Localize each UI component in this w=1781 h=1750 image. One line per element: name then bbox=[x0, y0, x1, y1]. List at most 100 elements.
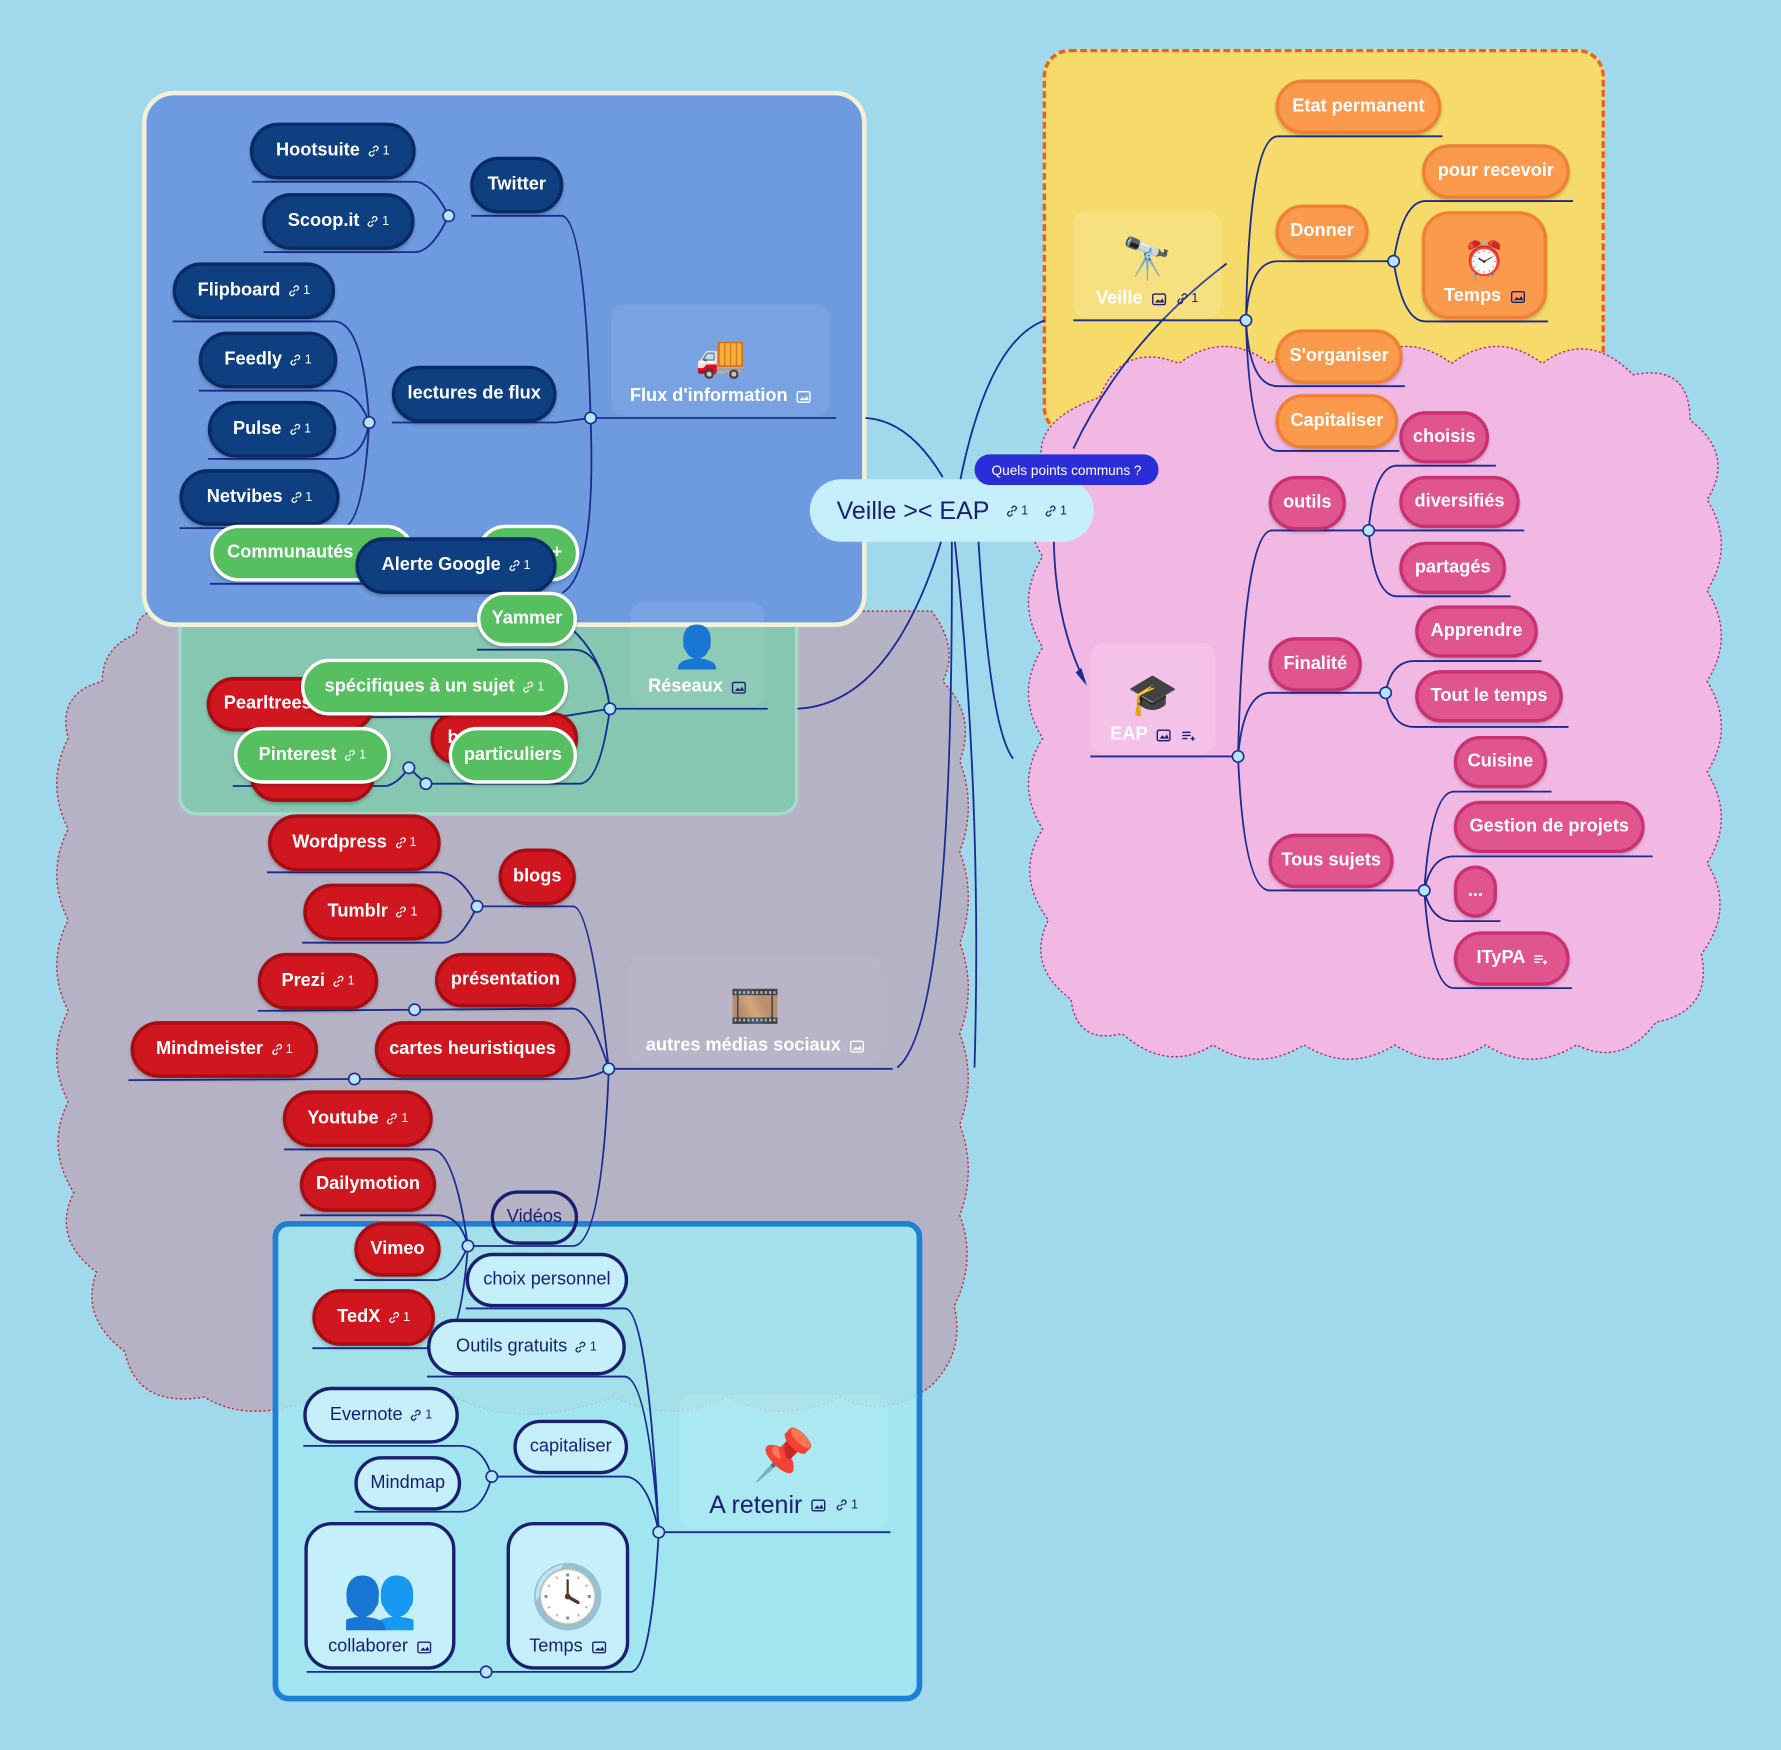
finalite-node[interactable]: Finalité bbox=[1268, 637, 1362, 692]
blogs-node[interactable]: blogs bbox=[498, 848, 576, 906]
diversifies-node[interactable]: diversifiés bbox=[1399, 475, 1520, 529]
link-count: 1 bbox=[288, 423, 311, 436]
veille-title: Veille bbox=[1096, 288, 1143, 308]
veille-temps-node[interactable]: ⏰ Temps bbox=[1422, 211, 1547, 320]
reseaux-title: Réseaux bbox=[648, 676, 723, 697]
image-icon bbox=[592, 1640, 607, 1653]
apprendre-node[interactable]: Apprendre bbox=[1415, 605, 1538, 658]
link-icon bbox=[575, 1341, 586, 1353]
presentation-node[interactable]: présentation bbox=[435, 952, 576, 1008]
link-count: 1 bbox=[332, 975, 355, 988]
link-count: 1 bbox=[1175, 292, 1198, 306]
flux-title: Flux d'information bbox=[629, 386, 788, 406]
collaborer-node[interactable]: 👥 collaborer bbox=[304, 1521, 456, 1670]
link-icon bbox=[345, 749, 355, 761]
link-icon bbox=[411, 1409, 422, 1421]
link-icon bbox=[368, 215, 379, 227]
link-count: 1 bbox=[394, 836, 417, 850]
link-icon bbox=[289, 285, 299, 297]
image-icon bbox=[1151, 292, 1166, 305]
retenir-title: A retenir bbox=[709, 1490, 803, 1519]
medias-title: autres médias sociaux bbox=[645, 1035, 841, 1056]
tout-le-temps-node[interactable]: Tout le temps bbox=[1415, 670, 1563, 723]
capitaliser-veille-node[interactable]: Capitaliser bbox=[1275, 394, 1399, 449]
link-icon bbox=[1007, 505, 1018, 517]
twitter-node[interactable]: Twitter bbox=[470, 156, 564, 214]
root-title: Veille >< EAP bbox=[836, 495, 990, 525]
cartes-heuristiques-node[interactable]: cartes heuristiques bbox=[374, 1021, 571, 1078]
partages-node[interactable]: partagés bbox=[1399, 541, 1507, 595]
choix-personnel-node[interactable]: choix personnel bbox=[465, 1252, 629, 1308]
etat-permanent-node[interactable]: Etat permanent bbox=[1275, 79, 1442, 135]
flux-topic[interactable]: 🚚 Flux d'information bbox=[611, 304, 831, 416]
pushpin-icon: 📌 bbox=[752, 1427, 815, 1484]
link-count: 1 bbox=[574, 1340, 597, 1354]
videos-node[interactable]: Vidéos bbox=[490, 1190, 579, 1245]
pour-recevoir-node[interactable]: pour recevoir bbox=[1422, 144, 1570, 199]
link-icon bbox=[509, 560, 520, 572]
dailymotion-node[interactable]: Dailymotion bbox=[299, 1157, 437, 1212]
tous-sujets-node[interactable]: Tous sujets bbox=[1268, 833, 1394, 889]
mindmap-node[interactable]: Mindmap bbox=[354, 1456, 462, 1511]
truck-icon: 🚚 bbox=[695, 332, 747, 380]
cuisine-node[interactable]: Cuisine bbox=[1453, 735, 1547, 789]
user-icon: 👤 bbox=[671, 623, 723, 671]
link-count: 1 bbox=[508, 559, 530, 572]
link-icon bbox=[387, 1113, 398, 1125]
link-icon bbox=[395, 837, 406, 849]
image-icon bbox=[732, 681, 747, 694]
image-icon bbox=[1157, 728, 1172, 741]
link-count: 1 bbox=[289, 491, 312, 504]
root-node[interactable]: Veille >< EAP 1 1 bbox=[809, 479, 1094, 542]
particuliers-node[interactable]: particuliers bbox=[448, 726, 577, 784]
link-icon bbox=[271, 1043, 282, 1055]
link-icon bbox=[523, 681, 534, 693]
eap-topic[interactable]: 🎓 EAP bbox=[1090, 642, 1216, 755]
link-count: 1 bbox=[521, 680, 544, 694]
people-icon: 👥 bbox=[341, 1562, 419, 1632]
vimeo-node[interactable]: Vimeo bbox=[354, 1222, 441, 1277]
link-icon bbox=[290, 423, 300, 435]
etc-node[interactable]: ... bbox=[1453, 865, 1497, 918]
link-count: 1 bbox=[1005, 504, 1028, 517]
link-count: 1 bbox=[366, 215, 389, 228]
lectures-de-flux-node[interactable]: lectures de flux bbox=[391, 365, 557, 423]
temps-clock-node[interactable]: 🕓 Temps bbox=[506, 1521, 630, 1670]
medias-topic[interactable]: 🎞️ autres médias sociaux bbox=[629, 956, 882, 1066]
image-icon bbox=[1510, 290, 1525, 303]
outils-node[interactable]: outils bbox=[1268, 475, 1346, 531]
capitaliser-node[interactable]: capitaliser bbox=[513, 1419, 629, 1475]
donner-node[interactable]: Donner bbox=[1275, 204, 1369, 259]
link-icon bbox=[396, 906, 407, 918]
choisis-node[interactable]: choisis bbox=[1399, 411, 1490, 464]
s-organiser-node[interactable]: S'organiser bbox=[1275, 329, 1403, 384]
link-count: 1 bbox=[367, 144, 390, 158]
itypa-node[interactable]: ITyPA bbox=[1453, 931, 1570, 986]
link-count: 1 bbox=[395, 905, 417, 919]
gestion-projets-node[interactable]: Gestion de projets bbox=[1453, 800, 1645, 853]
reseaux-topic[interactable]: 👤 Réseaux bbox=[630, 601, 765, 707]
yammer-node[interactable]: Yammer bbox=[477, 591, 577, 647]
link-icon bbox=[333, 975, 344, 987]
relation-callout[interactable]: Quels points communs ? bbox=[974, 454, 1159, 485]
